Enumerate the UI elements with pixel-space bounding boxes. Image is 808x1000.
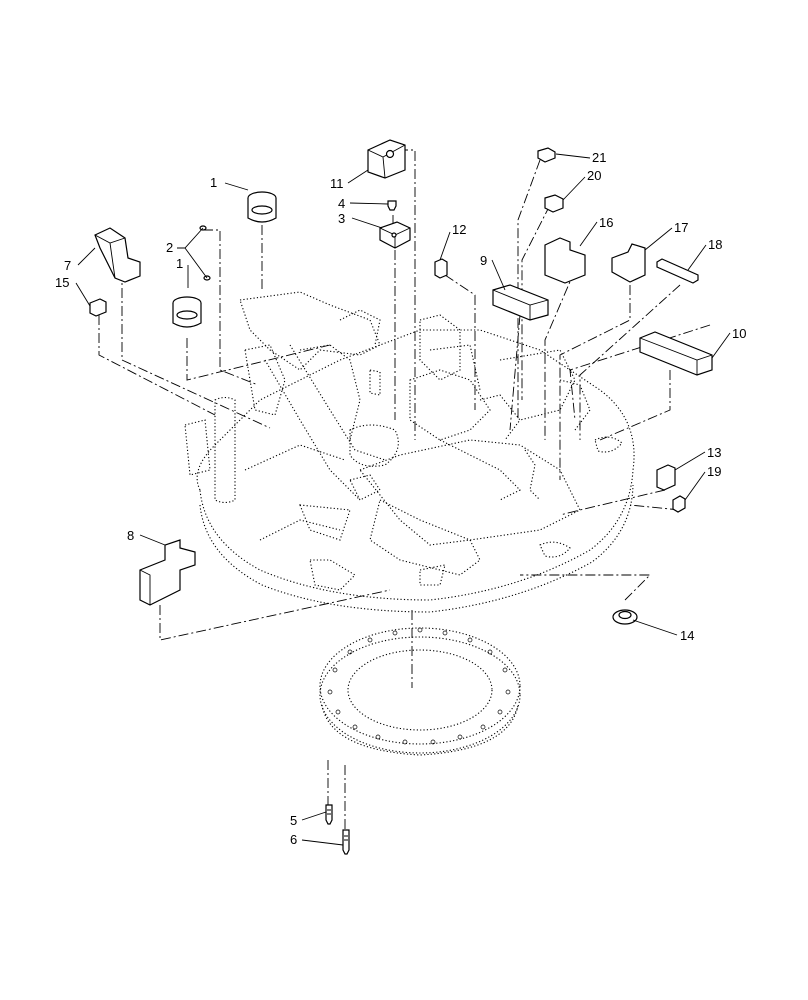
part-5-bolt bbox=[325, 804, 333, 825]
part-19-pad bbox=[672, 495, 686, 513]
callout-16: 16 bbox=[599, 215, 613, 230]
part-1-bushing-upper bbox=[247, 191, 277, 223]
callout-17: 17 bbox=[674, 220, 688, 235]
callout-labels: 1 1 2 3 4 5 6 7 8 9 10 11 12 13 14 15 16… bbox=[55, 150, 746, 847]
part-11-block bbox=[367, 139, 406, 179]
callout-14: 14 bbox=[680, 628, 694, 643]
callout-3: 3 bbox=[338, 211, 345, 226]
callout-9: 9 bbox=[480, 253, 487, 268]
callout-5: 5 bbox=[290, 813, 297, 828]
callout-1-lower: 1 bbox=[176, 256, 183, 271]
callout-4: 4 bbox=[338, 196, 345, 211]
part-2-pins bbox=[199, 225, 211, 281]
part-10-bar bbox=[639, 331, 713, 376]
callout-12: 12 bbox=[452, 222, 466, 237]
callout-18: 18 bbox=[708, 237, 722, 252]
part-21-pad bbox=[537, 147, 556, 163]
part-3-bracket bbox=[379, 221, 411, 249]
callout-11: 11 bbox=[330, 176, 344, 191]
part-15-pad bbox=[89, 298, 107, 317]
part-9-bar bbox=[492, 284, 549, 321]
callout-20: 20 bbox=[587, 168, 601, 183]
callout-15: 15 bbox=[55, 275, 69, 290]
part-1-bushing-lower bbox=[172, 296, 202, 328]
part-7-weight bbox=[94, 227, 141, 283]
part-12-pad bbox=[434, 258, 448, 279]
part-8-weight bbox=[139, 539, 196, 606]
part-20-pad bbox=[544, 194, 564, 213]
callout-2: 2 bbox=[166, 240, 173, 255]
callout-8: 8 bbox=[127, 528, 134, 543]
part-14-cap bbox=[612, 609, 638, 625]
callout-leaders bbox=[75, 153, 731, 846]
upper-frame bbox=[184, 291, 635, 613]
assembly-center-lines bbox=[98, 149, 711, 830]
part-16-block bbox=[544, 237, 586, 284]
callout-1-upper: 1 bbox=[210, 175, 217, 190]
callout-6: 6 bbox=[290, 832, 297, 847]
part-17-block bbox=[611, 243, 646, 283]
callout-7: 7 bbox=[64, 258, 71, 273]
part-13-pad bbox=[656, 464, 676, 491]
callout-21: 21 bbox=[592, 150, 606, 165]
callout-10: 10 bbox=[732, 326, 746, 341]
callout-13: 13 bbox=[707, 445, 721, 460]
part-6-bolt bbox=[342, 829, 350, 855]
part-4-bolt bbox=[387, 200, 397, 211]
swing-bearing-ring bbox=[319, 627, 521, 756]
callout-19: 19 bbox=[707, 464, 721, 479]
part-18-strip bbox=[656, 258, 699, 284]
